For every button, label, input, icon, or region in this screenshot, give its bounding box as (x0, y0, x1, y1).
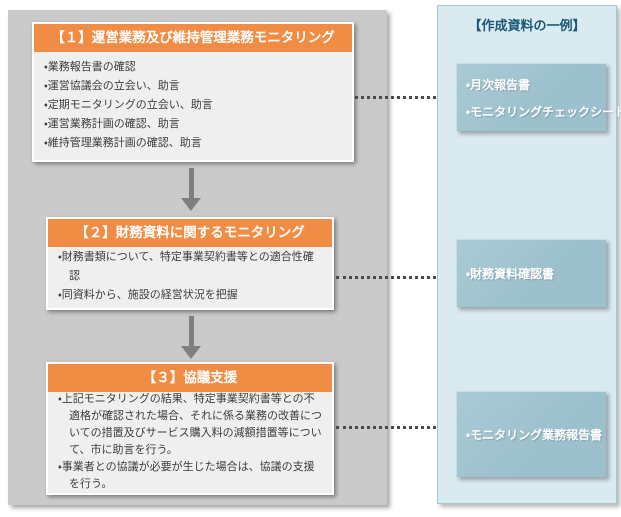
doc-box-monthly-report: ・月次報告書 ・モニタリングチェックシート (456, 63, 621, 131)
flow-item: ・運営協議会の立会い、助言 (44, 79, 180, 92)
dotted-line (336, 275, 436, 279)
flow-box-1-title: 【１】運営業務及び維持管理業務モニタリング (34, 24, 352, 52)
flow-item: ・同資料から、施設の経営状況を把握 (58, 289, 238, 301)
flow-box-2-title: 【２】財務資料に関するモニタリング (48, 219, 332, 247)
dotted-arrow-icon-1 (355, 89, 450, 105)
doc-box-financial-confirmation: ・財務資料確認書 (456, 239, 606, 307)
flow-box-2-financial-monitoring: 【２】財務資料に関するモニタリング ・財務書類について、特定事業契約書等との適合… (46, 217, 334, 310)
documents-panel: 【作成資料の一例】 ・月次報告書 ・モニタリングチェックシート ・財務資料確認書… (437, 5, 621, 504)
flow-item: ・財務書類について、特定事業契約書等との適合性確認 (58, 251, 314, 282)
flow-box-3-consultation-support: 【３】協議支援 ・上記モニタリングの結果、特定事業契約書等との不適格が確認された… (46, 362, 334, 495)
dotted-arrow-icon-2 (336, 269, 450, 285)
flow-box-1-operation-monitoring: 【１】運営業務及び維持管理業務モニタリング ・業務報告書の確認 ・運営協議会の立… (32, 22, 354, 162)
flow-item: ・業務報告書の確認 (44, 60, 136, 73)
flow-item: ・上記モニタリングの結果、特定事業契約書等との不適格が確認された場合、それに係る… (58, 392, 322, 456)
doc-item: ・月次報告書 (466, 77, 531, 92)
arrow-head (181, 346, 201, 359)
doc-box-monitoring-report: ・モニタリング業務報告書 (456, 391, 606, 477)
monitoring-flow-panel: 【１】運営業務及び維持管理業務モニタリング ・業務報告書の確認 ・運営協議会の立… (8, 10, 387, 505)
doc-item: ・モニタリングチェックシート (466, 104, 621, 119)
arrow-head (181, 198, 201, 211)
flow-item: ・維持管理業務計画の確認、助言 (44, 136, 202, 149)
dotted-arrow-icon-3 (336, 419, 450, 435)
down-arrow-icon (180, 168, 202, 211)
flow-item: ・事業者との協議が必要が生じた場合は、協議の支援を行う。 (58, 460, 315, 490)
dotted-line (336, 425, 436, 429)
documents-panel-title: 【作成資料の一例】 (468, 18, 586, 33)
doc-item: ・モニタリング業務報告書 (466, 428, 603, 442)
dotted-line (355, 95, 436, 99)
flow-box-1-body: ・業務報告書の確認 ・運営協議会の立会い、助言 ・定期モニタリングの立会い、助言… (34, 52, 352, 158)
flow-box-2-body: ・財務書類について、特定事業契約書等との適合性確認 ・同資料から、施設の経営状況… (48, 247, 332, 306)
flow-item: ・定期モニタリングの立会い、助言 (44, 98, 213, 111)
flow-box-3-title: 【３】協議支援 (48, 364, 332, 392)
arrow-shaft (188, 316, 194, 346)
arrow-shaft (188, 168, 194, 198)
flow-box-3-body: ・上記モニタリングの結果、特定事業契約書等との不適格が確認された場合、それに係る… (48, 392, 332, 491)
down-arrow-icon (180, 316, 202, 359)
flow-item: ・運営業務計画の確認、助言 (44, 117, 180, 130)
doc-item: ・財務資料確認書 (466, 267, 555, 281)
